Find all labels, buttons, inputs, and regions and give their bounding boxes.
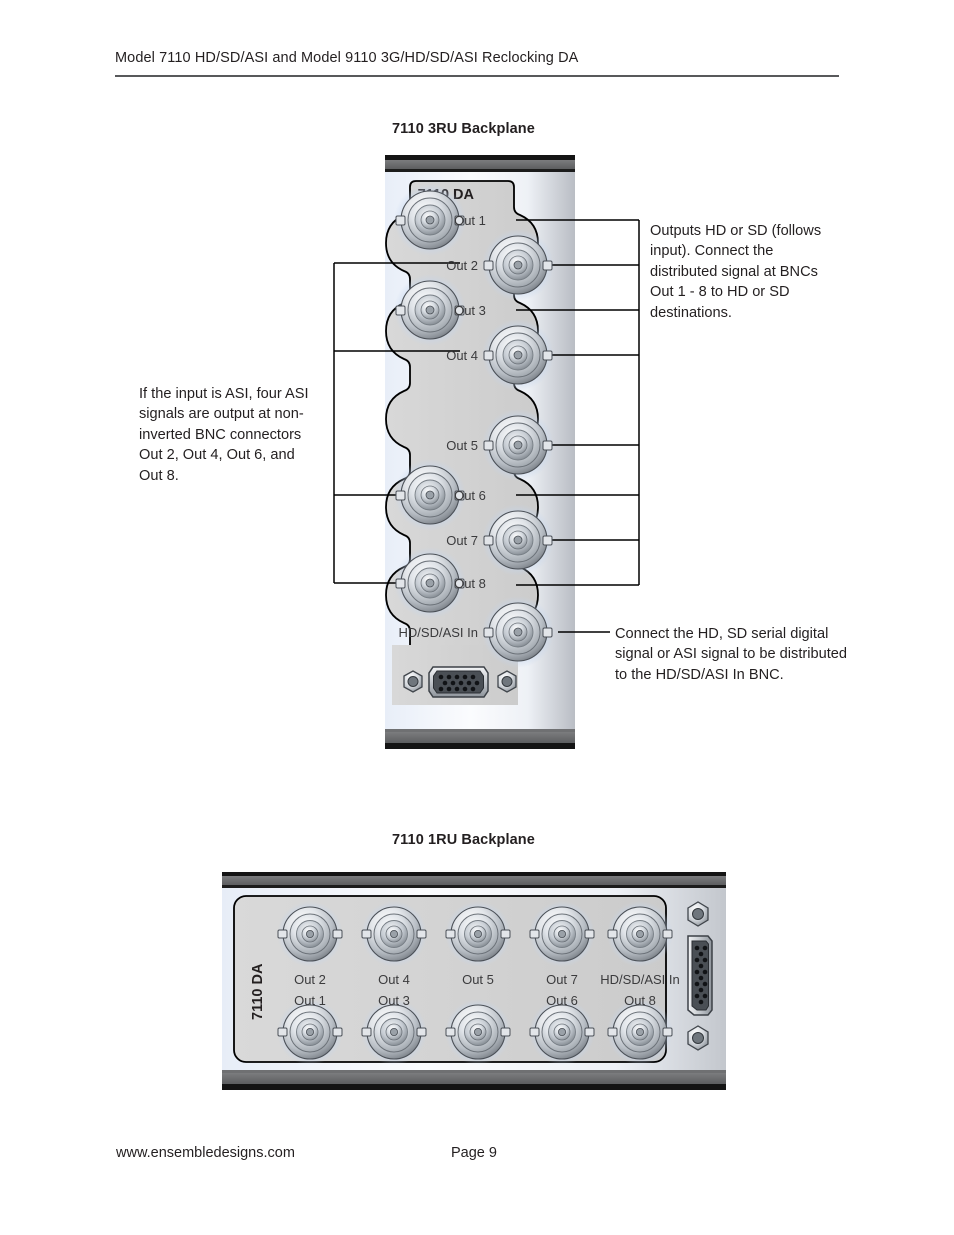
leader-lines-outputs	[516, 219, 640, 586]
callout-outputs-text: Outputs HD or SD (follows input). Connec…	[650, 223, 822, 321]
connector-label-out-8: Out 8	[454, 576, 486, 591]
connector-top-2[interactable]	[361, 901, 427, 967]
connector-out-6[interactable]	[394, 459, 466, 531]
connector-bottom-4[interactable]	[529, 999, 595, 1065]
connector-label-top-5: HD/SD/ASI In	[600, 972, 679, 987]
hex-standoff-right	[497, 670, 517, 693]
connector-top-4[interactable]	[529, 901, 595, 967]
footer-website[interactable]: www.ensembledesigns.com	[116, 1145, 295, 1161]
connector-label-top-2: Out 4	[378, 972, 410, 987]
connector-label-hd-sd-asi-in: HD/SD/ASI In	[399, 625, 478, 640]
connector-bottom-5[interactable]	[607, 999, 673, 1065]
hex-standoff-left	[403, 670, 423, 693]
connector-bottom-1[interactable]	[277, 999, 343, 1065]
dsub-pins	[438, 674, 480, 692]
dsub-pins-1ru	[694, 945, 708, 1005]
connector-top-3[interactable]	[445, 901, 511, 967]
connector-label-out-4: Out 4	[446, 348, 478, 363]
connector-label-top-1: Out 2	[294, 972, 326, 987]
hex-standoff-bottom	[687, 1025, 709, 1051]
footer-page-number: Page 9	[451, 1145, 497, 1161]
dsub-connector-3ru[interactable]	[403, 666, 517, 698]
connector-bottom-2[interactable]	[361, 999, 427, 1065]
caption-1ru-backplane: 7110 1RU Backplane	[392, 832, 535, 848]
connector-out-5[interactable]	[482, 409, 554, 481]
connector-hd-sd-asi-in[interactable]	[482, 596, 554, 668]
connector-out-7[interactable]	[482, 504, 554, 576]
caption-3ru-backplane: 7110 3RU Backplane	[392, 121, 535, 137]
connector-out-2[interactable]	[482, 229, 554, 301]
connector-label-out-7: Out 7	[446, 533, 478, 548]
callout-asi-text: If the input is ASI, four ASI signals ar…	[139, 386, 309, 484]
connector-label-out-2: Out 2	[446, 258, 478, 273]
connector-label-bottom-5: Out 8	[624, 993, 656, 1008]
connector-out-3[interactable]	[394, 274, 466, 346]
connector-label-out-1: Out 1	[454, 213, 486, 228]
connector-top-5[interactable]	[607, 901, 673, 967]
connector-label-bottom-2: Out 3	[378, 993, 410, 1008]
connector-label-out-6: Out 6	[454, 488, 486, 503]
connector-label-bottom-1: Out 1	[294, 993, 326, 1008]
panel-title-1ru: 7110 DA	[250, 963, 266, 1020]
connector-label-top-3: Out 5	[462, 972, 494, 987]
connector-label-out-3: Out 3	[454, 303, 486, 318]
diagram-3ru-backplane: 7110 DA Out 1	[130, 155, 860, 760]
connector-out-4[interactable]	[482, 319, 554, 391]
connector-label-top-4: Out 7	[546, 972, 578, 987]
connector-top-1[interactable]	[277, 901, 343, 967]
connector-label-out-5: Out 5	[446, 438, 478, 453]
callout-input-text: Connect the HD, SD serial digital signal…	[615, 626, 848, 683]
running-head: Model 7110 HD/SD/ASI and Model 9110 3G/H…	[115, 50, 579, 66]
connector-bottom-3[interactable]	[445, 999, 511, 1065]
connector-out-8[interactable]	[394, 547, 466, 619]
hex-standoff-top	[687, 901, 709, 927]
connector-out-1[interactable]	[394, 184, 466, 256]
dsub-connector-1ru[interactable]	[687, 901, 713, 1051]
header-rule	[115, 75, 839, 77]
diagram-1ru-backplane: 7110 DA Out 2 Out 4 Out 5	[222, 872, 732, 1094]
connector-label-bottom-4: Out 6	[546, 993, 578, 1008]
